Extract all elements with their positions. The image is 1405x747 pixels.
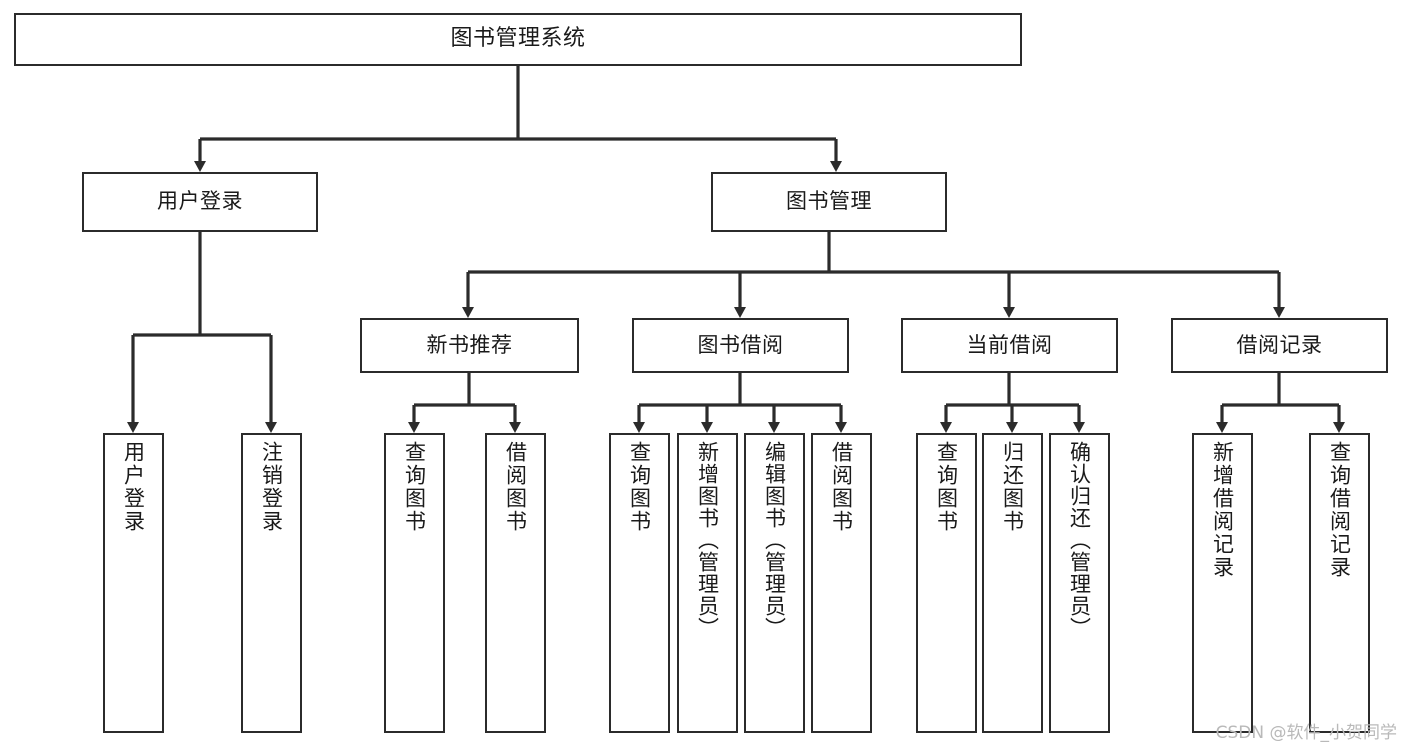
node-label: 借阅记录 xyxy=(1236,332,1323,357)
node-label: 借阅图书 xyxy=(829,441,854,533)
leaf-add-borrow-record[interactable]: 新增借阅记录 xyxy=(1192,433,1253,733)
leaf-add-book-admin[interactable]: 新增图书（管理员） xyxy=(677,433,738,733)
node-label: 新增图书（管理员） xyxy=(695,441,720,639)
node-label: 查询图书 xyxy=(627,441,652,533)
node-label: 新增借阅记录 xyxy=(1210,441,1235,579)
leaf-borrow-book[interactable]: 借阅图书 xyxy=(811,433,872,733)
node-root-system[interactable]: 图书管理系统 xyxy=(14,13,1022,66)
leaf-query-book-borrow[interactable]: 查询图书 xyxy=(609,433,670,733)
node-label: 用户登录 xyxy=(121,441,146,533)
node-label: 注销登录 xyxy=(259,441,284,533)
node-book-management[interactable]: 图书管理 xyxy=(711,172,947,232)
node-label: 新书推荐 xyxy=(426,332,513,357)
leaf-return-book[interactable]: 归还图书 xyxy=(982,433,1043,733)
node-current-borrow[interactable]: 当前借阅 xyxy=(901,318,1118,373)
node-label: 用户登录 xyxy=(157,189,243,214)
node-label: 编辑图书（管理员） xyxy=(762,441,787,639)
node-label: 借阅图书 xyxy=(503,441,528,533)
node-user-login[interactable]: 用户登录 xyxy=(82,172,318,232)
leaf-borrow-book-recommend[interactable]: 借阅图书 xyxy=(485,433,546,733)
node-label: 查询图书 xyxy=(402,441,427,533)
node-label: 确认归还（管理员） xyxy=(1067,441,1092,639)
leaf-query-borrow-record[interactable]: 查询借阅记录 xyxy=(1309,433,1370,733)
node-label: 图书管理 xyxy=(786,189,872,214)
leaf-query-book-recommend[interactable]: 查询图书 xyxy=(384,433,445,733)
node-new-book-recommend[interactable]: 新书推荐 xyxy=(360,318,579,373)
node-label: 图书管理系统 xyxy=(450,26,586,52)
node-label: 图书借阅 xyxy=(697,332,784,357)
node-borrow-records[interactable]: 借阅记录 xyxy=(1171,318,1388,373)
csdn-watermark: CSDN @软件_小贺同学 xyxy=(1215,723,1397,743)
node-label: 归还图书 xyxy=(1000,441,1025,533)
leaf-confirm-return-admin[interactable]: 确认归还（管理员） xyxy=(1049,433,1110,733)
leaf-user-login[interactable]: 用户登录 xyxy=(103,433,164,733)
leaf-logout[interactable]: 注销登录 xyxy=(241,433,302,733)
node-label: 当前借阅 xyxy=(966,332,1053,357)
node-label: 查询借阅记录 xyxy=(1327,441,1352,579)
node-label: 查询图书 xyxy=(934,441,959,533)
leaf-query-book-current[interactable]: 查询图书 xyxy=(916,433,977,733)
leaf-edit-book-admin[interactable]: 编辑图书（管理员） xyxy=(744,433,805,733)
node-book-borrow[interactable]: 图书借阅 xyxy=(632,318,849,373)
